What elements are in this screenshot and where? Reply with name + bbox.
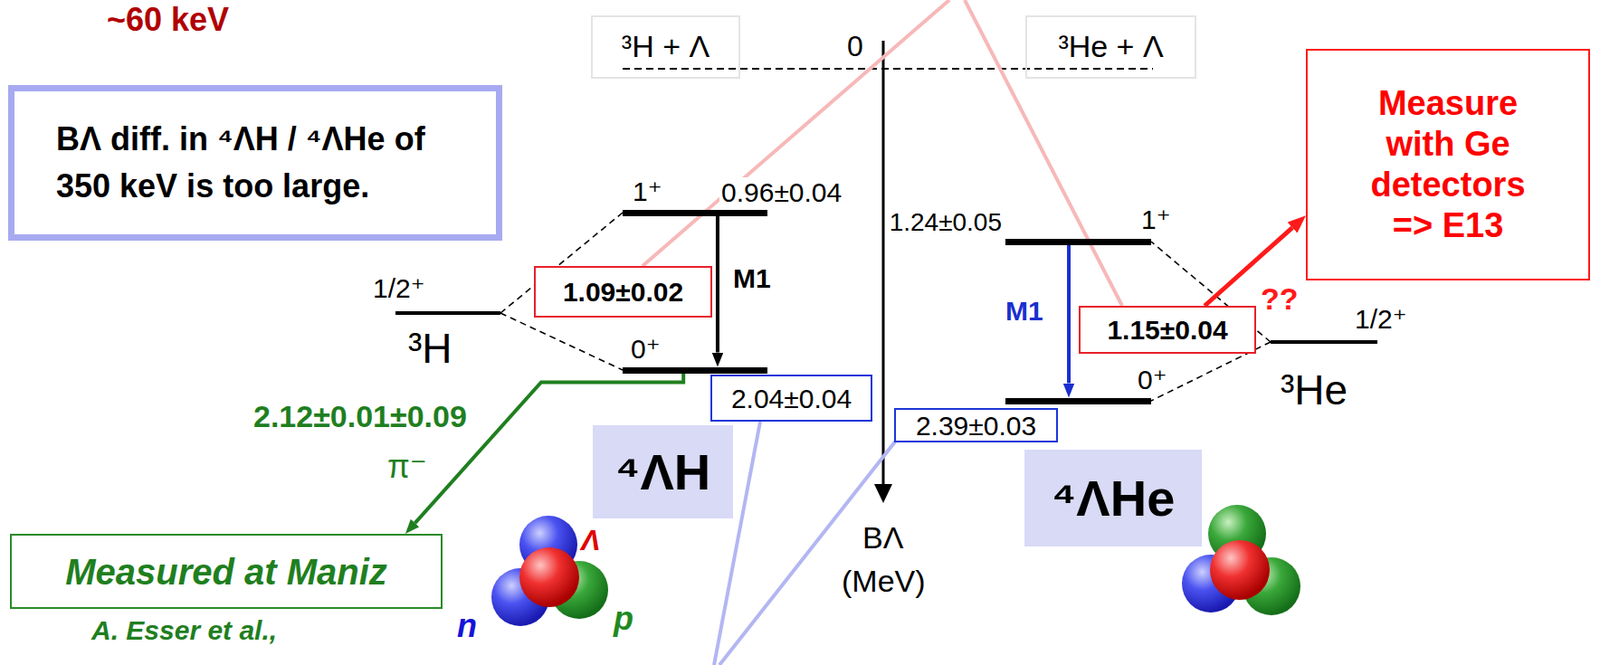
source-text: Measured at Maniz — [65, 552, 388, 592]
splitting-value: 1.09±0.02 — [562, 276, 684, 307]
value-box: 1.15±0.04 — [1078, 305, 1257, 354]
spin-label: 0⁺ — [1137, 364, 1168, 395]
value-box: 2.04±0.04 — [710, 374, 873, 422]
axis-title: BΛ — [862, 521, 904, 555]
binding-energy: 2.39±0.03 — [915, 410, 1037, 441]
splitting-value: 1.15±0.04 — [1106, 314, 1228, 345]
hypernucleus-box: ⁴ΛH — [592, 425, 734, 519]
threshold-label: ³He + Λ — [1057, 29, 1163, 64]
excitation-value: 1.24±0.05 — [887, 209, 1004, 238]
particle-label: n — [457, 608, 477, 645]
pion-label: π⁻ — [387, 448, 428, 486]
note-value: ~60 keV — [106, 1, 229, 39]
value-box: 1.09±0.02 — [533, 266, 713, 318]
transition-arrow — [715, 216, 720, 353]
measured-value: 2.12±0.01±0.09 — [253, 400, 467, 434]
lambda-sphere — [519, 547, 580, 608]
spin-label: 1/2⁺ — [1354, 304, 1408, 334]
core-nucleus-label: ³H — [408, 325, 453, 372]
energy-level: 1.24±0.051⁺ — [1005, 238, 1152, 246]
excitation-value: 0.96±0.04 — [719, 177, 844, 208]
binding-energy: 2.04±0.04 — [731, 383, 852, 414]
axis-arrowhead — [874, 484, 893, 504]
energy-level: 1/2⁺³H — [395, 311, 501, 315]
hypernucleus-box: ⁴ΛHe — [1024, 449, 1202, 547]
transition-label: M1 — [733, 263, 772, 294]
threshold-line — [622, 67, 1153, 70]
question-mark: ?? — [1260, 282, 1299, 316]
energy-axis — [882, 40, 886, 486]
spin-label: 1⁺ — [1141, 204, 1172, 235]
value-box: 2.39±0.03 — [894, 408, 1058, 443]
spin-label: 1/2⁺ — [372, 273, 426, 304]
transition-label: M1 — [1005, 295, 1044, 326]
spin-label: 0⁺ — [630, 333, 661, 364]
transition-arrow — [1066, 245, 1071, 384]
source-box: Measured at Maniz — [9, 533, 443, 610]
axis-zero: 0 — [847, 30, 864, 63]
decoration — [491, 0, 1301, 665]
energy-level: 0⁺ — [1005, 398, 1152, 405]
task-box: Measure with Ge detectors => E13 — [1305, 48, 1591, 281]
correlation-line — [500, 313, 623, 371]
spin-label: 1⁺ — [632, 176, 663, 207]
axis-unit: (MeV) — [841, 564, 926, 599]
energy-level: 1/2⁺³He — [1270, 340, 1378, 344]
energy-level: 1⁺0.96±0.04 — [622, 209, 768, 217]
note-box: BΛ diff. in ⁴ΛH / ⁴ΛHe of 350 keV is too… — [8, 85, 503, 241]
hypernucleus-name: ⁴ΛHe — [1051, 470, 1176, 527]
energy-level: 0⁺ — [622, 367, 768, 374]
threshold-box: ³He + Λ — [1025, 15, 1197, 79]
hypernucleus-name: ⁴ΛH — [615, 444, 712, 501]
threshold-box: ³H + Λ — [590, 15, 741, 79]
note-text: BΛ diff. in ⁴ΛH / ⁴ΛHe of 350 keV is too… — [56, 115, 455, 210]
particle-label: p — [613, 600, 634, 638]
reference: A. Esser et al., — [91, 615, 277, 646]
particle-label: Λ — [580, 524, 600, 557]
lambda-sphere — [1209, 540, 1270, 600]
task-text: Measure with Ge detectors => E13 — [1357, 83, 1539, 246]
core-nucleus-label: ³He — [1280, 367, 1348, 414]
threshold-label: ³H + Λ — [621, 29, 710, 64]
